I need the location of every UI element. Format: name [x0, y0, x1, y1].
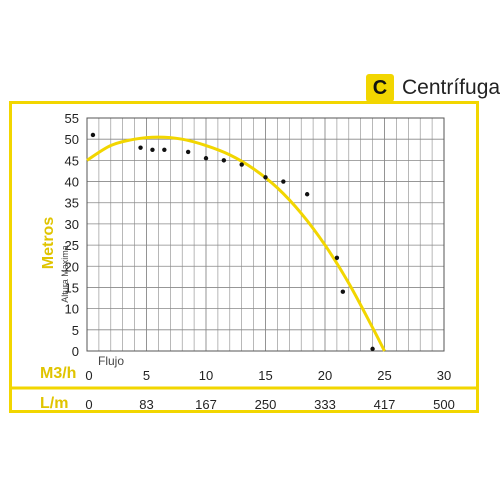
y-tick-label: 5 [72, 323, 79, 338]
axes: 0 5 10 15 20 25 30 35 40 45 50 55 0 5 10 15 20 25 30 0 83 167… [65, 111, 455, 412]
y-tick-label: 55 [65, 111, 79, 126]
x-tick-label: 20 [318, 368, 332, 383]
x2-tick-label: 83 [139, 397, 153, 412]
x-tick-label: 25 [377, 368, 391, 383]
data-point [239, 162, 244, 167]
type-badge: C [366, 74, 394, 102]
data-point [340, 289, 346, 294]
x2-tick-label: 417 [374, 397, 396, 412]
data-point [138, 145, 143, 150]
x-tick-label: 30 [437, 368, 451, 383]
x2-tick-label: 333 [314, 397, 336, 412]
y-tick-label: 25 [65, 238, 79, 253]
y-tick-label: 50 [65, 132, 79, 147]
y-axis-sub-label: Altura Maxima [60, 245, 70, 303]
data-point [263, 175, 268, 180]
data-point [304, 192, 310, 197]
y-tick-label: 30 [65, 217, 79, 232]
data-point [90, 132, 96, 138]
y-tick-label: 15 [65, 280, 79, 295]
x-tick-label: 15 [258, 368, 272, 383]
x2-tick-label: 167 [195, 397, 217, 412]
plot-border [86, 117, 445, 352]
x2-tick-label: 0 [85, 397, 92, 412]
y-tick-label: 20 [65, 259, 79, 274]
y-tick-label: 0 [72, 344, 79, 359]
y-tick-label: 35 [65, 196, 79, 211]
chart-frame [9, 101, 479, 413]
x2-tick-label: 250 [255, 397, 277, 412]
grid [86, 117, 445, 352]
data-point [203, 156, 209, 161]
data-point [221, 158, 227, 163]
performance-curve [86, 135, 386, 352]
data-point [281, 179, 286, 184]
type-label: Centrífuga [402, 76, 500, 99]
x-axis-name: Flujo [98, 354, 124, 368]
data-points [90, 132, 375, 352]
data-point [334, 255, 340, 260]
y-tick-label: 45 [65, 153, 79, 168]
data-point [370, 346, 375, 352]
y-axis-main-label: Metros [40, 217, 57, 270]
y-tick-label: 10 [65, 302, 79, 317]
x-tick-label: 0 [85, 368, 92, 383]
x-axis-unit-label: M3/h [40, 365, 76, 382]
x-tick-label: 10 [199, 368, 213, 383]
data-point [185, 149, 191, 155]
x2-tick-label: 500 [433, 397, 455, 412]
x2-axis-unit-label: L/m [40, 395, 68, 412]
data-point [150, 147, 155, 152]
data-point [162, 147, 167, 152]
y-tick-label: 40 [65, 175, 79, 190]
x-tick-label: 5 [143, 368, 150, 383]
